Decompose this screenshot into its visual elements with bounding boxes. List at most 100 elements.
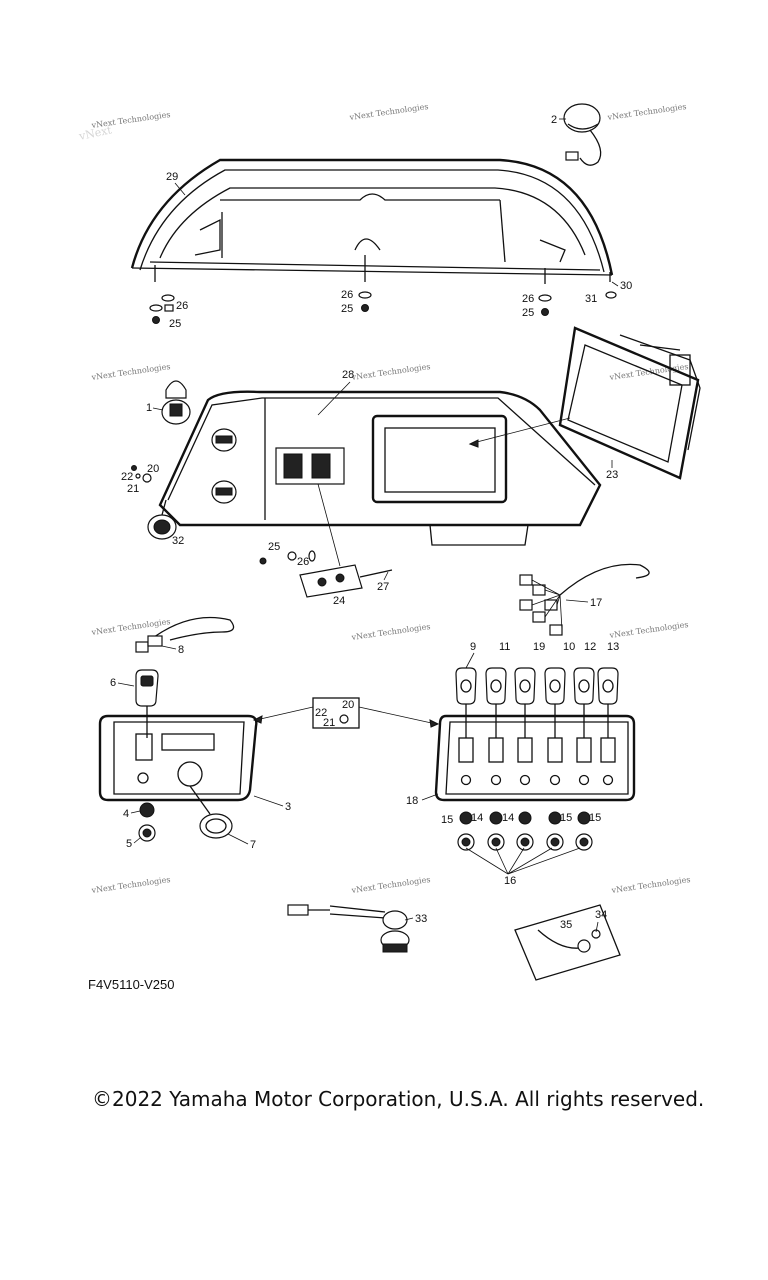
sensor-kit	[514, 904, 621, 981]
callout-4: 4	[123, 808, 129, 820]
wire-harness	[519, 563, 650, 636]
rocker-symbol	[519, 679, 531, 693]
callout-11: 11	[499, 641, 510, 653]
callout-33: 33	[415, 913, 427, 925]
callout-22: 22	[315, 707, 327, 719]
indicator-hole	[460, 774, 472, 786]
watermark: vNext Technologies	[606, 102, 687, 122]
dash-panel	[158, 390, 602, 546]
watermark: vNext Technologies	[608, 620, 689, 640]
switch-cutout	[458, 737, 474, 763]
callout-18: 18	[406, 795, 418, 807]
callout-24: 24	[333, 595, 345, 607]
callout-29: 29	[166, 171, 178, 183]
indicator-bezel-inner	[579, 837, 589, 847]
callout-31: 31	[585, 293, 597, 305]
rocker-switch	[573, 667, 595, 705]
indicator-lens	[518, 811, 532, 825]
indicator-bezel-inner	[491, 837, 501, 847]
callout-25: 25	[522, 307, 534, 319]
callout-25: 25	[169, 318, 181, 330]
callout-15: 15	[560, 812, 572, 824]
indicator-hole	[578, 774, 590, 786]
rocker-switch	[514, 667, 536, 705]
callout-27: 27	[377, 581, 389, 593]
indicator-bezel-inner	[461, 837, 471, 847]
indicator-lens	[577, 811, 591, 825]
watermark: vNext Technologies	[90, 362, 171, 382]
callout-13: 13	[607, 641, 619, 653]
watermark: vNext Technologies	[350, 362, 431, 382]
callout-25: 25	[341, 303, 353, 315]
callout-2: 2	[551, 114, 557, 126]
indicator-lens	[548, 811, 562, 825]
callout-25: 25	[268, 541, 280, 553]
callout-9: 9	[470, 641, 476, 653]
switch-cutout	[517, 737, 533, 763]
callout-14: 14	[471, 812, 483, 824]
watermark: vNext Technologies	[610, 875, 691, 895]
rocker-switch	[485, 667, 507, 705]
callout-26: 26	[341, 289, 353, 301]
callout-20: 20	[342, 699, 354, 711]
callout-16: 16	[504, 875, 516, 887]
switch-cutout	[547, 737, 563, 763]
diagram-code: F4V5110-V250	[88, 977, 175, 992]
callout-15: 15	[589, 812, 601, 824]
callout-23: 23	[606, 469, 618, 481]
callout-17: 17	[590, 597, 602, 609]
rocker-symbol	[578, 679, 590, 693]
rocker-switch	[455, 667, 477, 705]
indicator-hole	[519, 774, 531, 786]
switch-bracket	[259, 550, 393, 598]
watermark: vNext Technologies	[348, 102, 429, 122]
callout-21: 21	[323, 717, 335, 729]
callout-35: 35	[560, 919, 572, 931]
callout-1: 1	[146, 402, 152, 414]
rocker-switch-row	[455, 667, 619, 851]
indicator-bezel-inner	[550, 837, 560, 847]
switch-cutout	[576, 737, 592, 763]
usb-socket	[161, 380, 191, 425]
left-switch-panel	[98, 669, 258, 842]
callout-leaders	[465, 847, 581, 875]
callout-26: 26	[522, 293, 534, 305]
copyright-notice: ©2022 Yamaha Motor Corporation, U.S.A. A…	[92, 1087, 705, 1111]
indicator-hole	[549, 774, 561, 786]
switch-cutout	[488, 737, 504, 763]
rocker-switch	[597, 667, 619, 705]
power-socket	[147, 499, 177, 540]
callout-26: 26	[176, 300, 188, 312]
callout-14: 14	[502, 812, 514, 824]
watermark: vNext Technologies	[350, 622, 431, 642]
callout-28: 28	[342, 369, 354, 381]
callout-21: 21	[127, 483, 139, 495]
rocker-symbol	[549, 679, 561, 693]
rocker-symbol	[602, 679, 614, 693]
indicator-hole	[490, 774, 502, 786]
hardware-box	[252, 697, 440, 729]
callout-34: 34	[595, 909, 607, 921]
watermark: vNext Technologies	[350, 875, 431, 895]
callout-12: 12	[584, 641, 596, 653]
rocker-switch	[544, 667, 566, 705]
callout-10: 10	[563, 641, 575, 653]
indicator-hole	[602, 774, 614, 786]
dash-cowl	[130, 158, 614, 284]
gps-antenna	[563, 103, 602, 166]
callout-32: 32	[172, 535, 184, 547]
rocker-symbol	[460, 679, 472, 693]
display-unit	[558, 326, 701, 480]
callout-6: 6	[110, 677, 116, 689]
right-switch-panel	[434, 714, 636, 802]
rocker-symbol	[490, 679, 502, 693]
callout-3: 3	[285, 801, 291, 813]
hardware-set	[131, 465, 152, 483]
indicator-bezel-inner	[520, 837, 530, 847]
breakout-cable	[287, 904, 410, 953]
cowl-hardware	[149, 291, 617, 324]
callouts: 2 29 26 25 26 25 26 25 31 30 28 1 20 22 …	[110, 114, 632, 933]
cable-assembly	[135, 616, 235, 653]
watermark: vNext Technologies	[90, 110, 171, 130]
